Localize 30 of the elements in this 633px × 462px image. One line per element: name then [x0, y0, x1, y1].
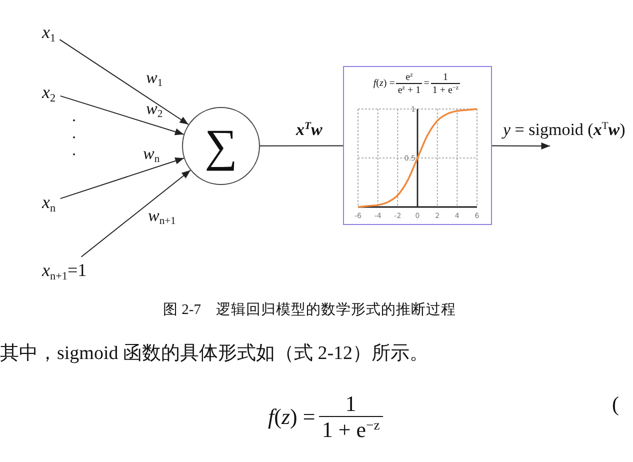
figure-caption: 图 2-7 逻辑回归模型的数学形式的推断过程 — [163, 302, 456, 319]
vertical-ellipsis: . . . — [71, 108, 77, 159]
fraction-numerator: 1 — [344, 392, 358, 416]
summation-circle: ∑ — [182, 107, 260, 185]
fraction-numerator: 1 — [442, 72, 449, 83]
edge-label: x$^{T}$w — [296, 120, 322, 140]
arrow — [80, 170, 191, 258]
fraction-denominator: e$^{z}$ + 1 — [396, 83, 422, 96]
fraction-denominator: 1 + e$^{−z}$ — [318, 416, 384, 442]
input-label: x$_{n}$ — [42, 192, 56, 213]
fraction-numerator: e$^{z}$ — [404, 72, 414, 83]
output-label: y = sigmoid (x$^{T}$w) — [503, 120, 626, 140]
weight-label: w$_{n}$ — [143, 144, 160, 164]
arrow — [60, 95, 184, 136]
formula-text: f(z) = — [268, 404, 316, 430]
equation-number: ( — [612, 392, 619, 416]
formula-text: = — [424, 78, 430, 90]
input-label: x$_{1}$ — [42, 22, 56, 43]
arrow — [492, 142, 550, 150]
input-label: x$_{2}$ — [42, 82, 56, 103]
arrow — [60, 158, 184, 200]
paragraph-text: 其中，sigmoid 函数的具体形式如（式 2-12）所示。 — [0, 343, 429, 365]
fraction-denominator: 1 + e$^{−z}$ — [430, 83, 460, 96]
connector-line — [260, 145, 344, 146]
formula-text: f(z) = — [373, 78, 395, 90]
input-label: x$_{n+1}$=1 — [42, 260, 87, 281]
weight-label: w$_{2}$ — [146, 99, 163, 119]
weight-label: w$_{n+1}$ — [148, 206, 176, 226]
weight-label: w$_{1}$ — [146, 68, 163, 88]
arrow — [59, 39, 189, 126]
